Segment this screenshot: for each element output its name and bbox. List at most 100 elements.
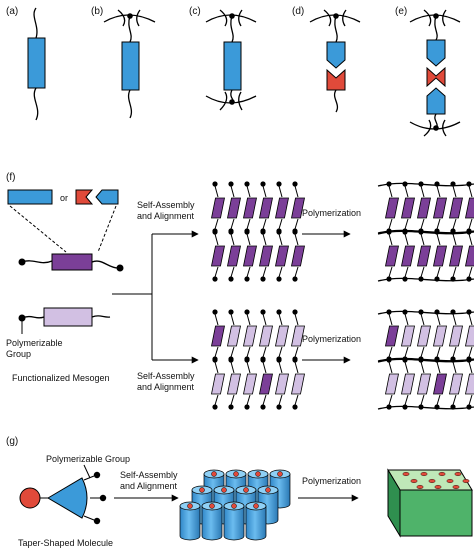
core-dot bbox=[253, 503, 259, 509]
core-dot bbox=[243, 487, 249, 493]
array-mesogen bbox=[433, 181, 447, 234]
array-mesogen bbox=[449, 229, 463, 282]
array-mesogen bbox=[275, 309, 289, 362]
taper-shaped-molecule bbox=[19, 471, 107, 525]
array-mesogen bbox=[433, 357, 447, 410]
array-mesogen bbox=[417, 229, 431, 282]
functionalized-mesogen-purple bbox=[18, 253, 124, 272]
array-mesogen bbox=[291, 357, 305, 410]
core-dot bbox=[231, 503, 237, 509]
pore-dot bbox=[410, 479, 418, 484]
pore-dot bbox=[420, 472, 428, 477]
self-assembly-bottom-line2: and Alignment bbox=[137, 382, 195, 392]
column-cylinder bbox=[245, 501, 267, 541]
pointer-polymerizable-g bbox=[83, 464, 91, 479]
polymerization-top-label: Polymerization bbox=[302, 208, 361, 218]
array-mesogen bbox=[385, 229, 399, 282]
core-dot bbox=[199, 487, 205, 493]
column-cylinder bbox=[179, 501, 201, 541]
panel-label-e: (e) bbox=[395, 6, 407, 17]
aligned-array-homogeneous bbox=[211, 181, 305, 282]
array-mesogen bbox=[259, 309, 273, 362]
array-mesogen bbox=[417, 357, 431, 410]
panel-b-mesogen bbox=[103, 9, 156, 119]
pore-dot bbox=[438, 472, 446, 477]
array-mesogen bbox=[449, 181, 463, 234]
self-assembly-top-line2: and Alignment bbox=[137, 211, 195, 221]
array-mesogen bbox=[227, 309, 241, 362]
array-mesogen bbox=[385, 181, 399, 234]
pore-dot bbox=[446, 479, 454, 484]
array-mesogen bbox=[243, 357, 257, 410]
array-mesogen bbox=[385, 357, 399, 410]
array-mesogen bbox=[211, 229, 225, 282]
polymer-backbone bbox=[377, 405, 474, 410]
polymer-backbone bbox=[377, 230, 474, 235]
taper-shaped-molecule-label: Taper-Shaped Molecule bbox=[18, 538, 113, 548]
columnar-cylinder-array bbox=[179, 469, 291, 541]
aligned-array-mixed bbox=[211, 309, 305, 410]
array-mesogen bbox=[465, 357, 474, 410]
self-assembly-bottom-line1: Self-Assembly bbox=[137, 371, 195, 381]
dashed-guide-right bbox=[97, 205, 117, 253]
panel-a-mesogen bbox=[27, 7, 46, 121]
array-mesogen bbox=[211, 181, 225, 234]
nanoporous-film-block bbox=[387, 468, 473, 538]
pore-dot bbox=[434, 485, 442, 490]
panel-d-mesogen bbox=[309, 9, 361, 113]
dashed-guide-left bbox=[9, 205, 67, 253]
core-dot bbox=[211, 471, 217, 477]
polymer-backbone bbox=[377, 358, 474, 363]
pore-dot bbox=[416, 485, 424, 490]
array-mesogen bbox=[227, 229, 241, 282]
core-dot bbox=[233, 471, 239, 477]
red-blue-mesogen-icon bbox=[75, 189, 119, 205]
polymer-backbone bbox=[377, 310, 474, 315]
array-mesogen bbox=[465, 229, 474, 282]
core-dot bbox=[265, 487, 271, 493]
array-mesogen bbox=[465, 309, 474, 362]
core-dot bbox=[255, 471, 261, 477]
array-mesogen bbox=[227, 181, 241, 234]
polymer-backbone bbox=[377, 277, 474, 282]
core-dot bbox=[221, 487, 227, 493]
core-dot bbox=[277, 471, 283, 477]
panel-label-b: (b) bbox=[91, 6, 103, 17]
array-mesogen bbox=[385, 309, 399, 362]
array-mesogen bbox=[275, 229, 289, 282]
or-label: or bbox=[60, 193, 68, 203]
functionalized-mesogen-label: Functionalized Mesogen bbox=[12, 373, 110, 383]
blue-mesogen-icon bbox=[7, 189, 53, 205]
self-assembly-g-line2: and Alignment bbox=[120, 481, 178, 491]
array-mesogen bbox=[433, 229, 447, 282]
array-mesogen bbox=[449, 309, 463, 362]
functionalized-mesogen-lavender bbox=[18, 307, 111, 327]
panel-c-mesogen bbox=[205, 9, 257, 111]
array-mesogen bbox=[259, 357, 273, 410]
array-mesogen bbox=[433, 309, 447, 362]
array-mesogen bbox=[275, 357, 289, 410]
panel-label-a: (a) bbox=[6, 6, 18, 17]
panel-label-g: (g) bbox=[6, 436, 18, 447]
pore-dot bbox=[452, 485, 460, 490]
array-mesogen bbox=[401, 357, 415, 410]
array-mesogen bbox=[259, 229, 273, 282]
array-mesogen bbox=[401, 309, 415, 362]
array-mesogen bbox=[275, 181, 289, 234]
array-mesogen bbox=[291, 309, 305, 362]
array-mesogen bbox=[291, 181, 305, 234]
polymerizable-group-line2: Group bbox=[6, 349, 31, 359]
array-mesogen bbox=[243, 309, 257, 362]
polymerizable-group-line1: Polymerizable bbox=[6, 338, 63, 348]
polymer-network-homogeneous bbox=[377, 181, 474, 282]
array-mesogen bbox=[227, 357, 241, 410]
pore-dot bbox=[454, 472, 462, 477]
column-cylinder bbox=[201, 501, 223, 541]
array-mesogen bbox=[417, 309, 431, 362]
pore-dot bbox=[402, 472, 410, 477]
array-mesogen bbox=[401, 181, 415, 234]
array-mesogen bbox=[417, 181, 431, 234]
array-mesogen bbox=[465, 181, 474, 234]
polymerizable-group-label-g: Polymerizable Group bbox=[46, 454, 130, 464]
panel-e-mesogen bbox=[409, 9, 461, 137]
